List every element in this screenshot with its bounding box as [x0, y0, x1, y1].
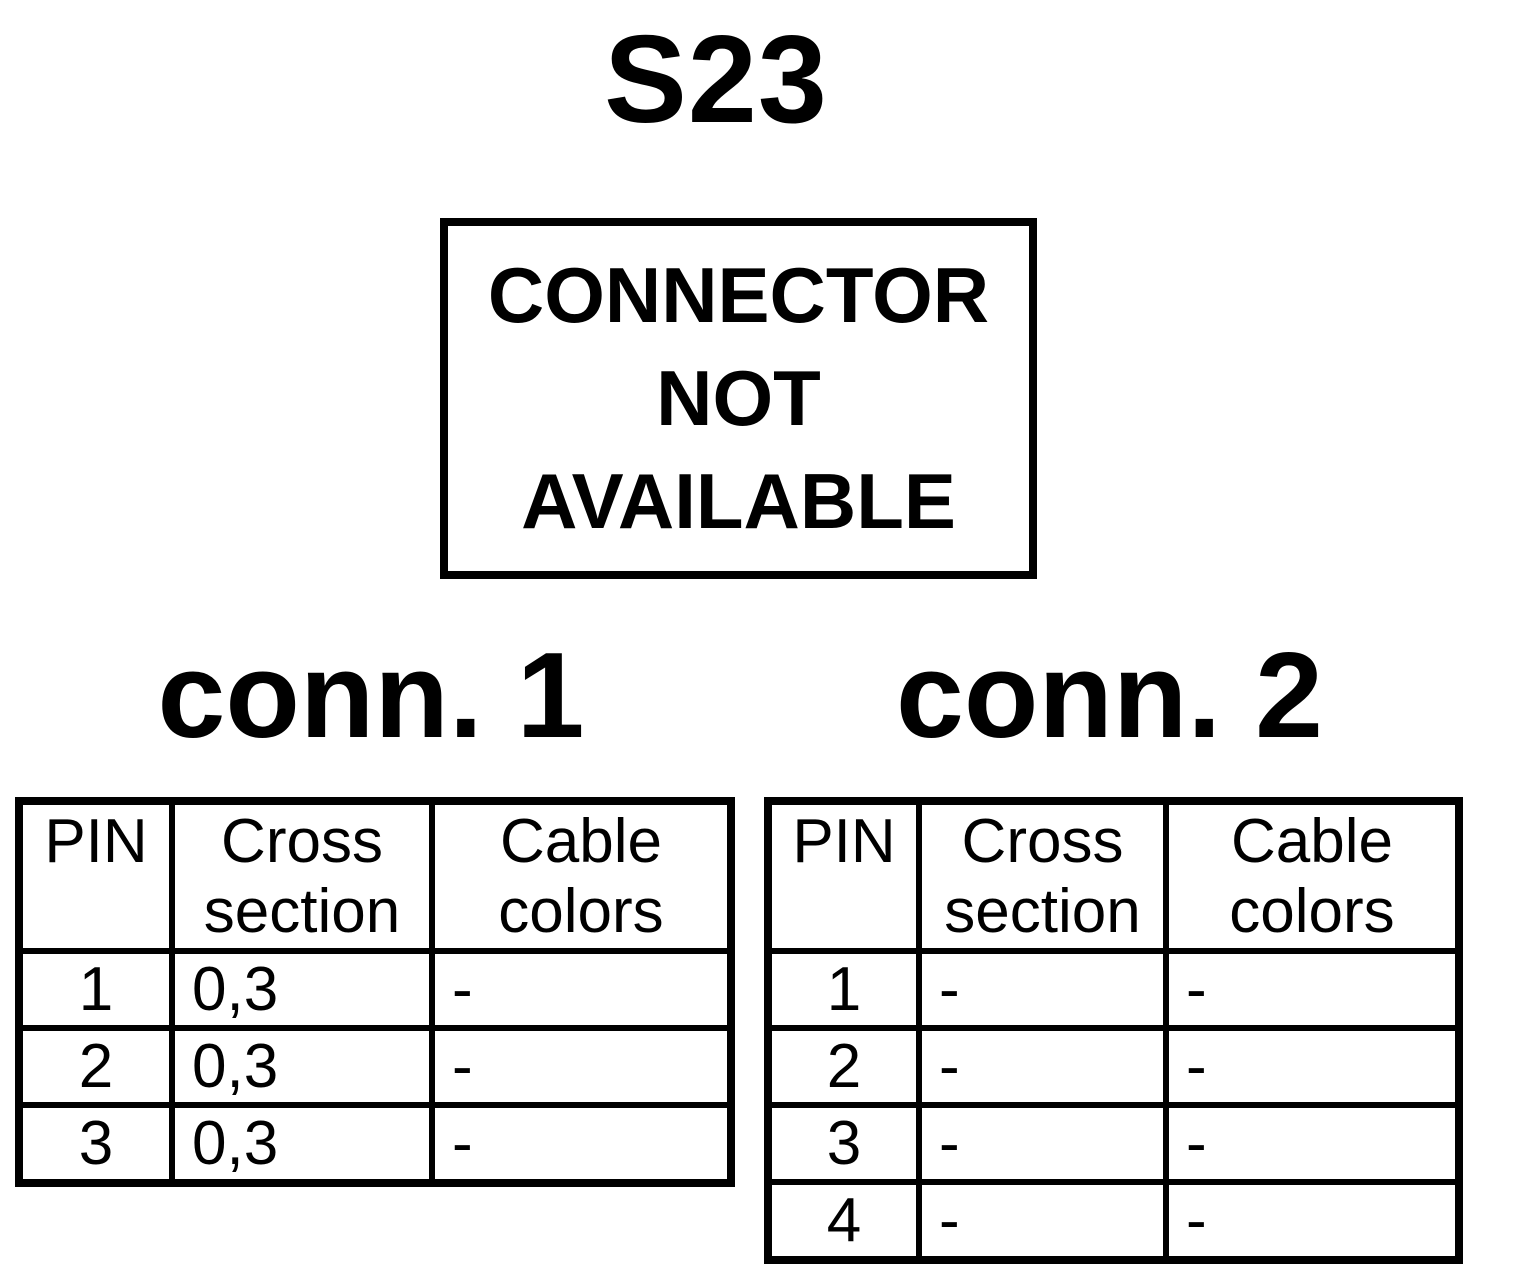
cable-colors-cell: -	[429, 1025, 734, 1108]
col-header-cross-section: Cross section	[916, 798, 1169, 954]
notice-line-1: CONNECTOR	[487, 251, 990, 339]
col-header-cable-colors: Cable colors	[1163, 798, 1462, 954]
pin-cell: 1	[765, 948, 922, 1031]
cross-section-cell: -	[916, 1179, 1169, 1263]
col-header-cable-colors: Cable colors	[429, 798, 734, 954]
col-header-cross-section: Cross section	[169, 798, 435, 954]
cable-colors-cell: -	[1163, 1102, 1462, 1185]
cable-colors-cell: -	[1163, 948, 1462, 1031]
header-row: PIN Cross section Cable colors	[16, 798, 734, 954]
pin-cell: 2	[16, 1025, 175, 1108]
connector-id-title: S23	[604, 11, 828, 149]
cross-section-cell: -	[916, 1102, 1169, 1185]
cable-colors-cell: -	[429, 948, 734, 1031]
cross-section-cell: 0,3	[169, 948, 435, 1031]
connector-not-available-box: CONNECTOR NOT AVAILABLE	[440, 218, 1037, 579]
pin-cell: 3	[16, 1102, 175, 1186]
pin-cell: 2	[765, 1025, 922, 1108]
table-row: 1 0,3 -	[16, 948, 734, 1031]
cable-colors-cell: -	[429, 1102, 734, 1186]
cross-section-cell: -	[916, 1025, 1169, 1108]
cable-colors-cell: -	[1163, 1179, 1462, 1263]
table-row: 2 0,3 -	[16, 1025, 734, 1108]
conn2-pin-table: PIN Cross section Cable colors 1 - - 2 -…	[764, 797, 1463, 1264]
table-row: 1 - -	[765, 948, 1462, 1031]
table-row: 2 - -	[765, 1025, 1462, 1108]
header-row: PIN Cross section Cable colors	[765, 798, 1462, 954]
col-header-pin: PIN	[16, 798, 175, 954]
conn2-heading: conn. 2	[895, 627, 1324, 763]
notice-line-3: AVAILABLE	[521, 457, 956, 545]
cross-section-cell: 0,3	[169, 1025, 435, 1108]
cable-colors-cell: -	[1163, 1025, 1462, 1108]
table-row: 3 - -	[765, 1102, 1462, 1185]
conn1-pin-table: PIN Cross section Cable colors 1 0,3 - 2…	[15, 797, 735, 1187]
conn1-heading: conn. 1	[157, 627, 585, 763]
col-header-pin: PIN	[765, 798, 922, 954]
cross-section-cell: 0,3	[169, 1102, 435, 1186]
cross-section-cell: -	[916, 948, 1169, 1031]
table-row: 3 0,3 -	[16, 1102, 734, 1186]
pin-cell: 1	[16, 948, 175, 1031]
pin-cell: 3	[765, 1102, 922, 1185]
pin-cell: 4	[765, 1179, 922, 1263]
table-row: 4 - -	[765, 1179, 1462, 1263]
notice-line-2: NOT	[656, 354, 821, 442]
